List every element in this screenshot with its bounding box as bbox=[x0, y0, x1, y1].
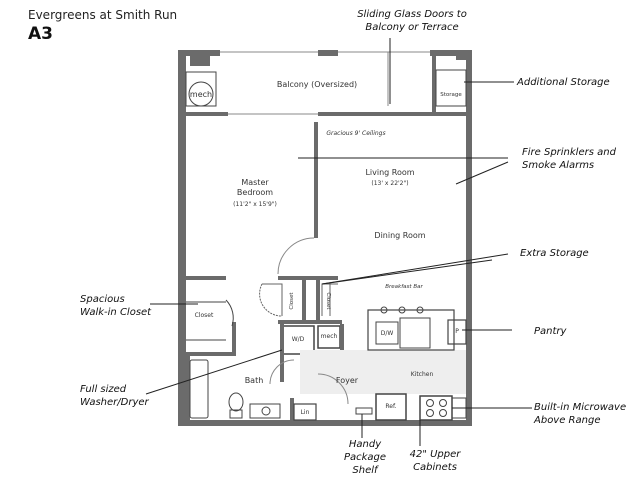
room-closet-v2: Closet bbox=[325, 292, 331, 310]
callout-shelf-line3: Shelf bbox=[352, 465, 378, 476]
callout-washer-line2: Washer/Dryer bbox=[80, 397, 149, 408]
callout-microwave: Built-in Microwave Above Range bbox=[534, 401, 626, 427]
callout-sliding-doors-line1: Sliding Glass Doors to bbox=[357, 9, 467, 20]
room-dining: Dining Room bbox=[374, 231, 426, 240]
callout-package-shelf: Handy Package Shelf bbox=[338, 438, 392, 477]
room-mech-top: mech bbox=[189, 90, 213, 99]
range bbox=[419, 395, 453, 421]
property-name: Evergreens at Smith Run bbox=[28, 8, 178, 22]
bath-walls bbox=[186, 354, 294, 420]
room-ceilings: Gracious 9' Ceilings bbox=[326, 130, 386, 137]
mech-top-circle bbox=[188, 81, 214, 107]
callout-fire-line2: Smoke Alarms bbox=[522, 160, 595, 171]
callout-pantry: Pantry bbox=[534, 326, 567, 337]
callout-shelf-line1: Handy bbox=[348, 439, 382, 450]
room-ref: Ref. bbox=[385, 403, 397, 410]
room-master-line1: Master bbox=[241, 178, 269, 187]
room-master-line2: Bedroom bbox=[236, 188, 274, 197]
callout-lines bbox=[145, 38, 532, 446]
callout-microwave-line1: Built-in Microwave bbox=[534, 402, 627, 413]
room-bath: Bath bbox=[244, 376, 264, 385]
room-balcony: Balcony (Oversized) bbox=[276, 80, 358, 89]
callout-washer-line1: Full sized bbox=[80, 384, 127, 395]
bedroom-door-arc bbox=[277, 237, 315, 275]
callout-fire-sprinklers: Fire Sprinklers and Smoke Alarms bbox=[522, 146, 616, 172]
refrigerator bbox=[375, 393, 407, 421]
callout-sliding-doors: Sliding Glass Doors to Balcony or Terrac… bbox=[352, 8, 472, 34]
sink bbox=[249, 403, 281, 419]
room-wd: W/D bbox=[291, 336, 305, 343]
storage-box bbox=[435, 69, 467, 107]
room-storage: Storage bbox=[440, 92, 462, 98]
exterior-walls bbox=[178, 50, 472, 426]
callout-cabinets-line2: Cabinets bbox=[413, 462, 457, 473]
callout-washer-dryer: Full sized Washer/Dryer bbox=[80, 383, 149, 409]
central-closets bbox=[278, 276, 342, 324]
room-foyer: Foyer bbox=[335, 376, 359, 385]
callout-walkin-line2: Walk-in Closet bbox=[80, 307, 152, 318]
package-shelf bbox=[355, 407, 373, 415]
kitchen-floor bbox=[300, 350, 466, 394]
room-breakfast-bar: Breakfast Bar bbox=[385, 284, 423, 290]
entry-door-arc bbox=[317, 373, 349, 405]
callout-extra-storage: Extra Storage bbox=[520, 248, 589, 259]
room-mech-mid: mech bbox=[320, 333, 338, 340]
room-closet-left: Closet bbox=[194, 312, 214, 319]
room-pantry-p: P bbox=[455, 328, 459, 335]
callout-walkin-line1: Spacious bbox=[80, 294, 125, 305]
toilet bbox=[228, 392, 244, 412]
room-master-dims: (11'2" x 15'9") bbox=[233, 201, 277, 208]
room-living-dims: (13' x 22'2") bbox=[371, 180, 409, 187]
walkin-closet-walls bbox=[186, 276, 236, 356]
room-dw: D/W bbox=[380, 330, 394, 337]
bathtub bbox=[189, 359, 209, 419]
callout-shelf-line2: Package bbox=[343, 452, 387, 463]
room-kitchen: Kitchen bbox=[410, 371, 434, 378]
callout-additional-storage: Additional Storage bbox=[517, 77, 610, 88]
breakfast-bar-counter bbox=[367, 309, 455, 351]
callout-fire-line1: Fire Sprinklers and bbox=[522, 147, 616, 158]
room-lin: Lin bbox=[300, 409, 310, 416]
callout-cabinets-line1: 42" Upper bbox=[409, 449, 461, 460]
pantry-box bbox=[447, 319, 467, 345]
callout-upper-cabinets: 42" Upper Cabinets bbox=[400, 448, 470, 474]
unit-label: A3 bbox=[28, 24, 53, 44]
balcony-railing-mark bbox=[318, 50, 338, 56]
bedroom-living-wall bbox=[314, 122, 318, 238]
callout-microwave-line2: Above Range bbox=[534, 415, 601, 426]
room-closet-v1: Closet bbox=[289, 292, 295, 310]
callout-walkin-closet: Spacious Walk-in Closet bbox=[80, 293, 151, 319]
callout-sliding-doors-line2: Balcony or Terrace bbox=[365, 22, 459, 33]
room-living: Living Room bbox=[365, 168, 415, 177]
linen-box bbox=[293, 403, 317, 421]
